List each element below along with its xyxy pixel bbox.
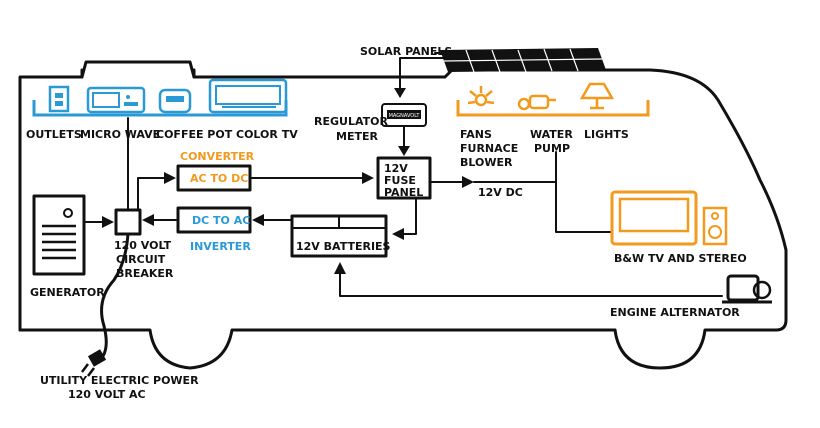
light-icon [579,82,615,110]
coffee-pot-label: COFFEE POT [156,128,233,141]
fans-label: FANS [460,128,492,141]
converter-box-label: AC TO DC [190,172,248,185]
generator-label: GENERATOR [30,286,105,299]
fuse-panel-box [376,156,432,200]
arrow-icon [394,88,406,98]
solar-panels-icon [440,48,606,73]
water-pump-icon [517,94,556,111]
twelve-v-dc-label: 12V DC [478,186,523,199]
pump-label: PUMP [534,142,570,155]
arrow-icon [362,172,374,184]
regulator-label: REGULATOR [314,115,388,128]
fuse-panel-label-1: 12V [384,162,408,175]
solar-wire [399,52,447,97]
utility-label-1: UTILITY ELECTRIC POWER [40,374,199,387]
furnace-label: FURNACE [460,142,518,155]
alternator-icon [722,274,772,304]
arrow-icon [252,214,264,226]
color-tv-icon [208,78,288,114]
solar-panels-label: SOLAR PANELS [360,45,452,58]
microwave-label: MICRO WAVE [80,128,160,141]
arrow-icon [398,146,410,156]
arrow-icon [164,172,176,184]
rv-body-outline [18,60,788,370]
converter-in-wire [137,177,167,211]
stereo-speaker-icon [702,206,728,246]
lights-label: LIGHTS [584,128,629,141]
bw-tv-stereo-label: B&W TV AND STEREO [614,252,747,265]
generator-icon [32,194,86,276]
arrow-icon [142,214,154,226]
outlets-label: OUTLETS [26,128,82,141]
meter-screen [387,110,421,119]
arrow-icon [102,216,114,228]
blower-label: BLOWER [460,156,513,169]
coffee-pot-icon [158,88,192,114]
breaker-label-3: BREAKER [116,267,174,280]
inverter-box-label: DC TO AC [192,214,250,227]
alternator-wire [339,271,723,297]
fan-icon [467,86,495,107]
breaker-label-2: CIRCUIT [116,253,166,266]
fuse-panel-label-3: PANEL [384,186,423,199]
dc-branch-wire [555,151,613,233]
bw-tv-icon [610,190,698,246]
fuse-to-battery-wire [401,197,417,235]
outlets-icon [48,85,70,113]
plug-icon [81,349,107,377]
utility-label-2: 120 VOLT AC [68,388,146,401]
fuse-panel-label-2: FUSE [384,174,416,187]
batteries-icon [290,214,388,258]
arrow-icon [392,228,404,240]
meter-screen-text: MAGNAVOLT [389,113,421,119]
breaker-label-1: 120 VOLT [114,239,172,252]
water-label: WATER [530,128,573,141]
arrow-icon [334,262,346,274]
arrow-icon [462,176,474,188]
utility-cord [98,232,130,362]
dc-shelf [456,100,650,117]
converter-title: CONVERTER [180,150,255,163]
circuit-breaker-box [114,208,142,236]
inverter-box [176,206,252,234]
microwave-icon [86,86,146,114]
color-tv-label: COLOR TV [236,128,298,141]
batteries-label: 12V BATTERIES [296,240,391,253]
meter-label: METER [336,130,378,143]
inverter-title: INVERTER [190,240,251,253]
engine-alternator-label: ENGINE ALTERNATOR [610,306,740,319]
